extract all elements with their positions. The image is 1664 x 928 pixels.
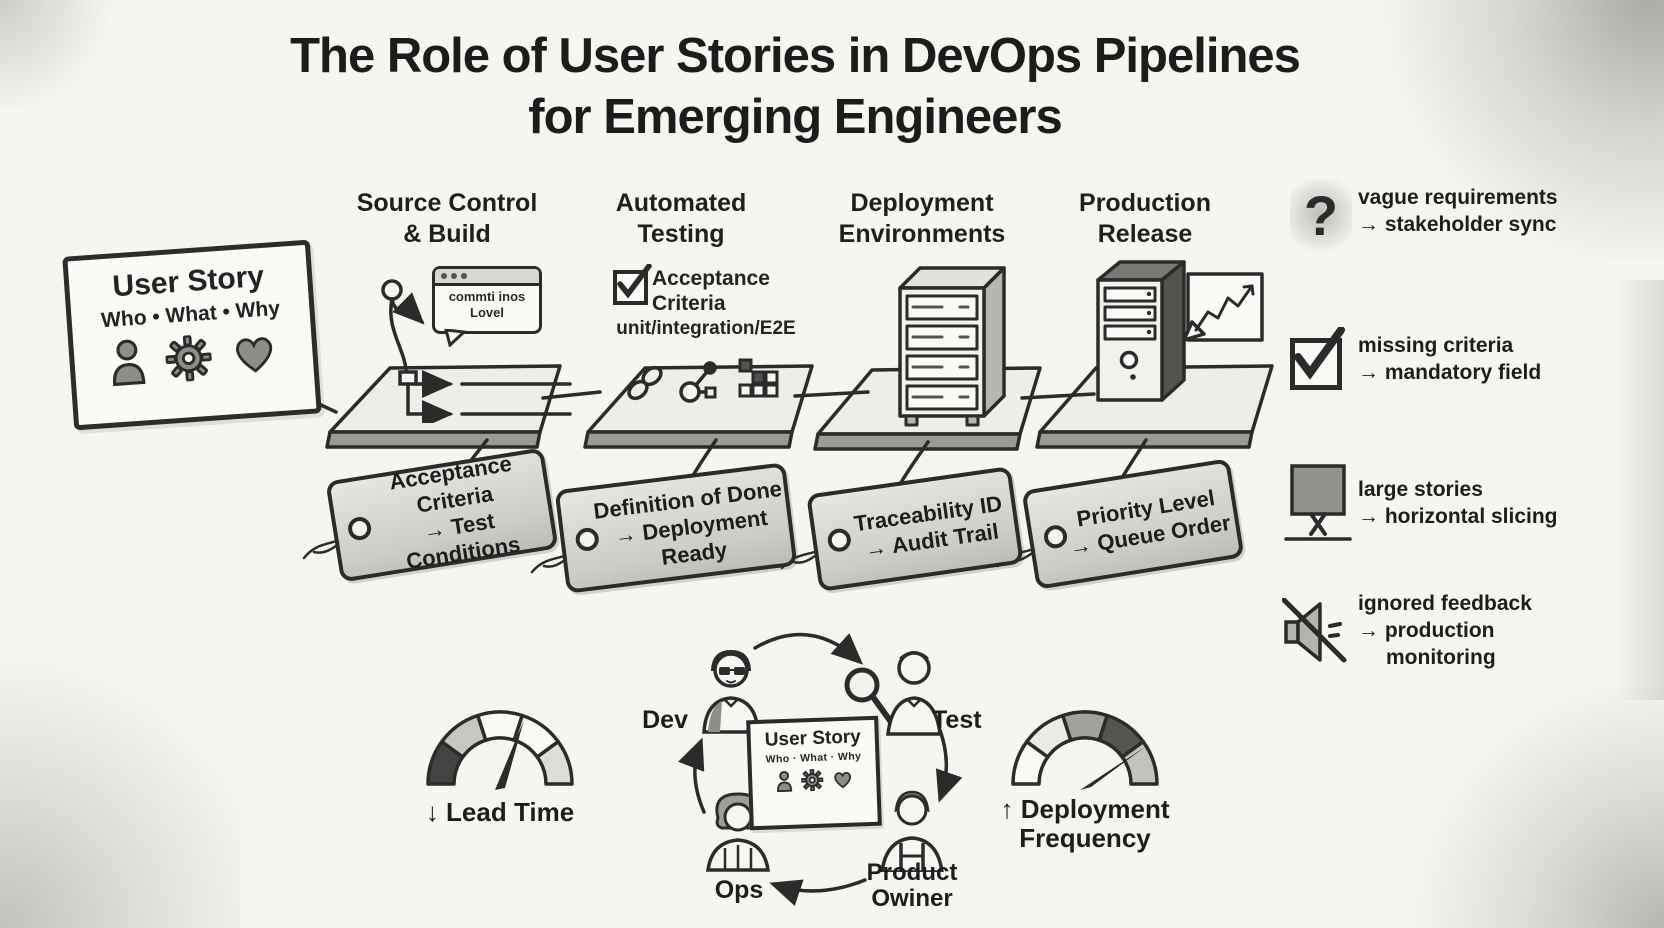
role-label-test: Test: [932, 706, 982, 734]
stage-source-control-title: Source Control & Build: [356, 189, 538, 248]
collaboration-loop-arrows: [678, 632, 963, 907]
checked-checkbox-icon: [1290, 327, 1345, 390]
stage-production-release-title: Production Release: [1079, 189, 1211, 248]
nodes-icon: [679, 361, 717, 403]
product-owner-person-icon: [880, 790, 944, 872]
arrow-product-owner-to-ops: [769, 878, 867, 907]
tower-pc-chart-icon: [1096, 260, 1264, 402]
question-mark-icon: ?: [1290, 180, 1352, 256]
heart-icon: [831, 769, 853, 789]
test-tool-icons: [627, 358, 779, 403]
person-icon: [108, 338, 147, 387]
test-person-icon: [886, 651, 942, 736]
window-dot: [451, 273, 457, 279]
chain-link-icon: [627, 365, 663, 401]
pitfall-missing-criteria: missing criteria → mandatory field: [1282, 327, 1642, 390]
loop-user-story-card: User Story Who · What · Why: [746, 715, 882, 831]
heart-icon: [230, 331, 279, 376]
magnifier-icon: [844, 667, 894, 725]
pitfall-ignored-feedback: ignored feedback → production monitoring: [1282, 590, 1642, 671]
role-label-product-owner: Product Owiner: [866, 859, 958, 912]
pitfall-vague-requirements: ? vague requirements → stakeholder sync: [1282, 180, 1642, 256]
arrow-dev-to-test: [753, 632, 864, 665]
role-label-dev: Dev: [642, 706, 688, 734]
gauge-needle: [495, 720, 524, 790]
stage-deployment-environments-title: Deployment Environments: [838, 189, 1006, 248]
stage-automated-testing-title: Automated Testing: [615, 189, 747, 248]
pitfall-large-stories: large stories → horizontal slicing: [1282, 462, 1642, 541]
deployment-frequency-label: ↑ Deployment Frequency: [1000, 794, 1170, 853]
test-levels-label: unit/integration/E2E: [616, 318, 796, 339]
acceptance-criteria-label: Acceptance Criteria: [652, 267, 770, 315]
gauge-needle: [1080, 747, 1145, 790]
commit-bubble-text-2: Lovel: [470, 305, 504, 320]
person-icon: [775, 770, 792, 792]
gear-icon: [800, 768, 824, 792]
muted-speaker-icon: [1282, 598, 1347, 663]
loop-card-subtitle: Who · What · Why: [765, 750, 862, 766]
user-story-card: User Story Who • What • Why: [62, 239, 322, 431]
lead-time-label: ↓ Lead Time: [425, 797, 575, 827]
diagram-title: The Role of User Stories in DevOps Pipel…: [150, 26, 1440, 148]
check-mark-icon: [617, 264, 652, 299]
window-titlebar: [435, 269, 539, 286]
acceptance-criteria-checkbox: [613, 264, 652, 305]
lead-time-gauge: [426, 710, 574, 790]
blocks-icon: [738, 358, 779, 398]
title-line-1: The Role of User Stories in DevOps Pipel…: [290, 29, 1301, 83]
window-dot: [441, 273, 447, 279]
bubble-tail: [444, 329, 467, 347]
gear-icon: [164, 334, 213, 383]
role-label-ops: Ops: [714, 876, 764, 904]
loop-card-title: User Story: [764, 726, 862, 751]
git-branch-icon: [381, 279, 572, 423]
commit-window-bubble: commti inos Lovel: [432, 266, 542, 347]
deployment-frequency-gauge: [1011, 710, 1159, 790]
commit-bubble-text-1: commti inos: [448, 289, 526, 304]
title-line-2: for Emerging Engineers: [528, 90, 1062, 144]
arrow-ops-to-dev: [678, 737, 706, 814]
server-rack-icon: [898, 266, 1006, 427]
window-dot: [461, 273, 467, 279]
trend-chart-bubble: [1182, 272, 1264, 342]
heavy-box-icon: [1284, 464, 1352, 541]
